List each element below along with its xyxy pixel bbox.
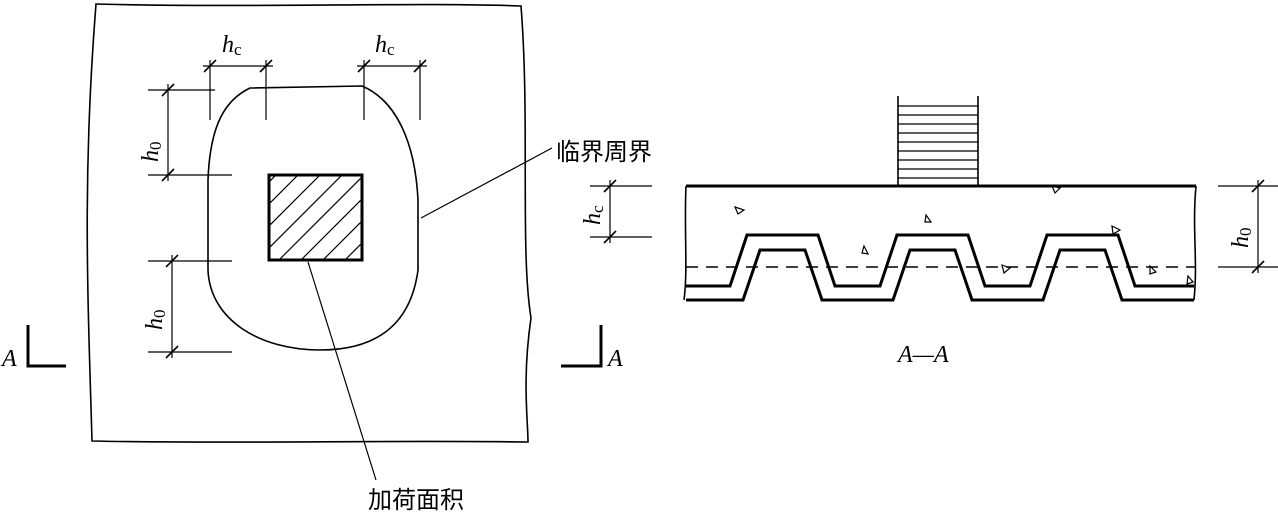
slab-outline (86, 3, 532, 443)
dim-h0-label: h0 (138, 142, 165, 163)
dim-h0-section: h0 (1218, 179, 1278, 274)
dim-hc-right: hc (357, 32, 427, 120)
deck-profile-lower (686, 248, 1194, 302)
svg-text:A: A (606, 346, 623, 372)
svg-text:A: A (0, 346, 17, 372)
hatch-line (269, 175, 277, 183)
dim-hc-left: hc (203, 32, 273, 120)
leader-critical-perimeter (420, 147, 553, 219)
hatch-line (269, 175, 321, 227)
loaded-area-square (267, 160, 467, 262)
hatch-line (300, 198, 362, 260)
dim-hc-label: hc (375, 32, 395, 59)
loaded-area-label: 加荷面积 (368, 486, 464, 513)
critical-perimeter-label: 临界周界 (556, 138, 652, 166)
dim-h0-upper: h0 (138, 83, 232, 182)
slab-section (683, 184, 1197, 302)
dim-hc-section: hc (580, 179, 652, 244)
load-block (897, 96, 979, 186)
aggregate-marks (733, 185, 1195, 285)
dim-hc-label: hc (222, 32, 242, 59)
dim-h0-label: h0 (1228, 228, 1255, 249)
section-mark-right: A (561, 325, 623, 372)
deck-profile-upper (686, 233, 1194, 288)
hatch-line (278, 176, 362, 260)
section-mark-left: A (0, 325, 66, 372)
dim-h0-label: h0 (142, 310, 169, 331)
hatch-line (269, 175, 299, 205)
critical-perimeter-curve (207, 85, 419, 351)
hatch-line (322, 220, 362, 260)
leader-loaded-area (307, 261, 377, 481)
dim-h0-lower: h0 (142, 254, 232, 359)
hatch-line (269, 175, 343, 249)
dim-hc-label: hc (580, 205, 607, 225)
hatch-line (367, 160, 467, 260)
section-title: A—A (896, 342, 949, 368)
